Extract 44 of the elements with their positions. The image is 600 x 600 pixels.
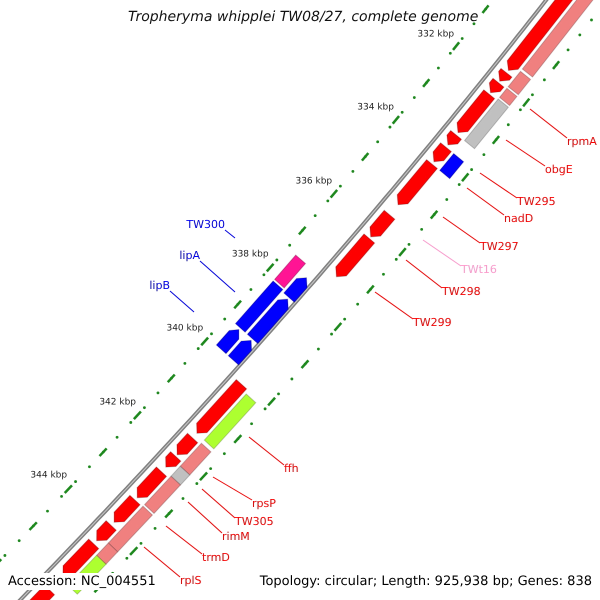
gene-label: TW299 [413,316,452,329]
gene-label: TW305 [235,515,274,528]
gene-label: rpmA [567,135,597,148]
gene-label: nadD [504,212,534,225]
gene-label: rpsP [252,497,276,510]
gene-label: lipB [149,279,170,292]
leader-line [530,108,568,138]
leader-line [144,546,180,578]
leader-line [188,502,222,534]
leader-line [506,140,546,166]
scale-label: 334 kbp [357,102,394,114]
scale-label: 342 kbp [99,397,136,408]
scale-label: 340 kbp [166,324,204,335]
leader-line [422,240,462,266]
leader-line [212,476,252,500]
gene-label: lipA [179,249,200,262]
genome-info-text: Topology: circular; Length: 925,938 bp; Genes: 838 [260,573,592,590]
leader-line [374,292,414,320]
gene-label: TW300 [186,218,225,231]
gene-label: rplS [180,574,202,587]
leader-line [442,216,480,244]
gene-label: TWt16 [461,263,497,276]
gene-label: rimM [222,530,250,543]
leader-line [466,188,504,216]
leader-line [202,488,236,518]
gene-label: TW295 [517,195,556,208]
scale-label: 344 kbp [30,470,68,482]
scale-label: 336 kbp [295,176,332,188]
leader-line [166,526,202,554]
leader-line [480,172,518,198]
gene-label: obgE [545,163,573,176]
gene-label: TW298 [442,285,481,298]
gene-label: trmD [202,551,230,564]
accession-text: Accession: NC_004551 [8,573,156,590]
leader-line [406,260,442,288]
scale-label: 332 kbp [417,29,454,40]
gene-label: TW297 [480,240,519,253]
leader-line [170,290,194,312]
leader-line [224,230,236,238]
leader-line [200,260,236,292]
gene-label: ffh [284,462,299,475]
scale-label: 338 kbp [232,250,269,261]
title: Tropheryma whipplei TW08/27, complete genome [128,8,478,26]
leader-line [248,436,284,466]
